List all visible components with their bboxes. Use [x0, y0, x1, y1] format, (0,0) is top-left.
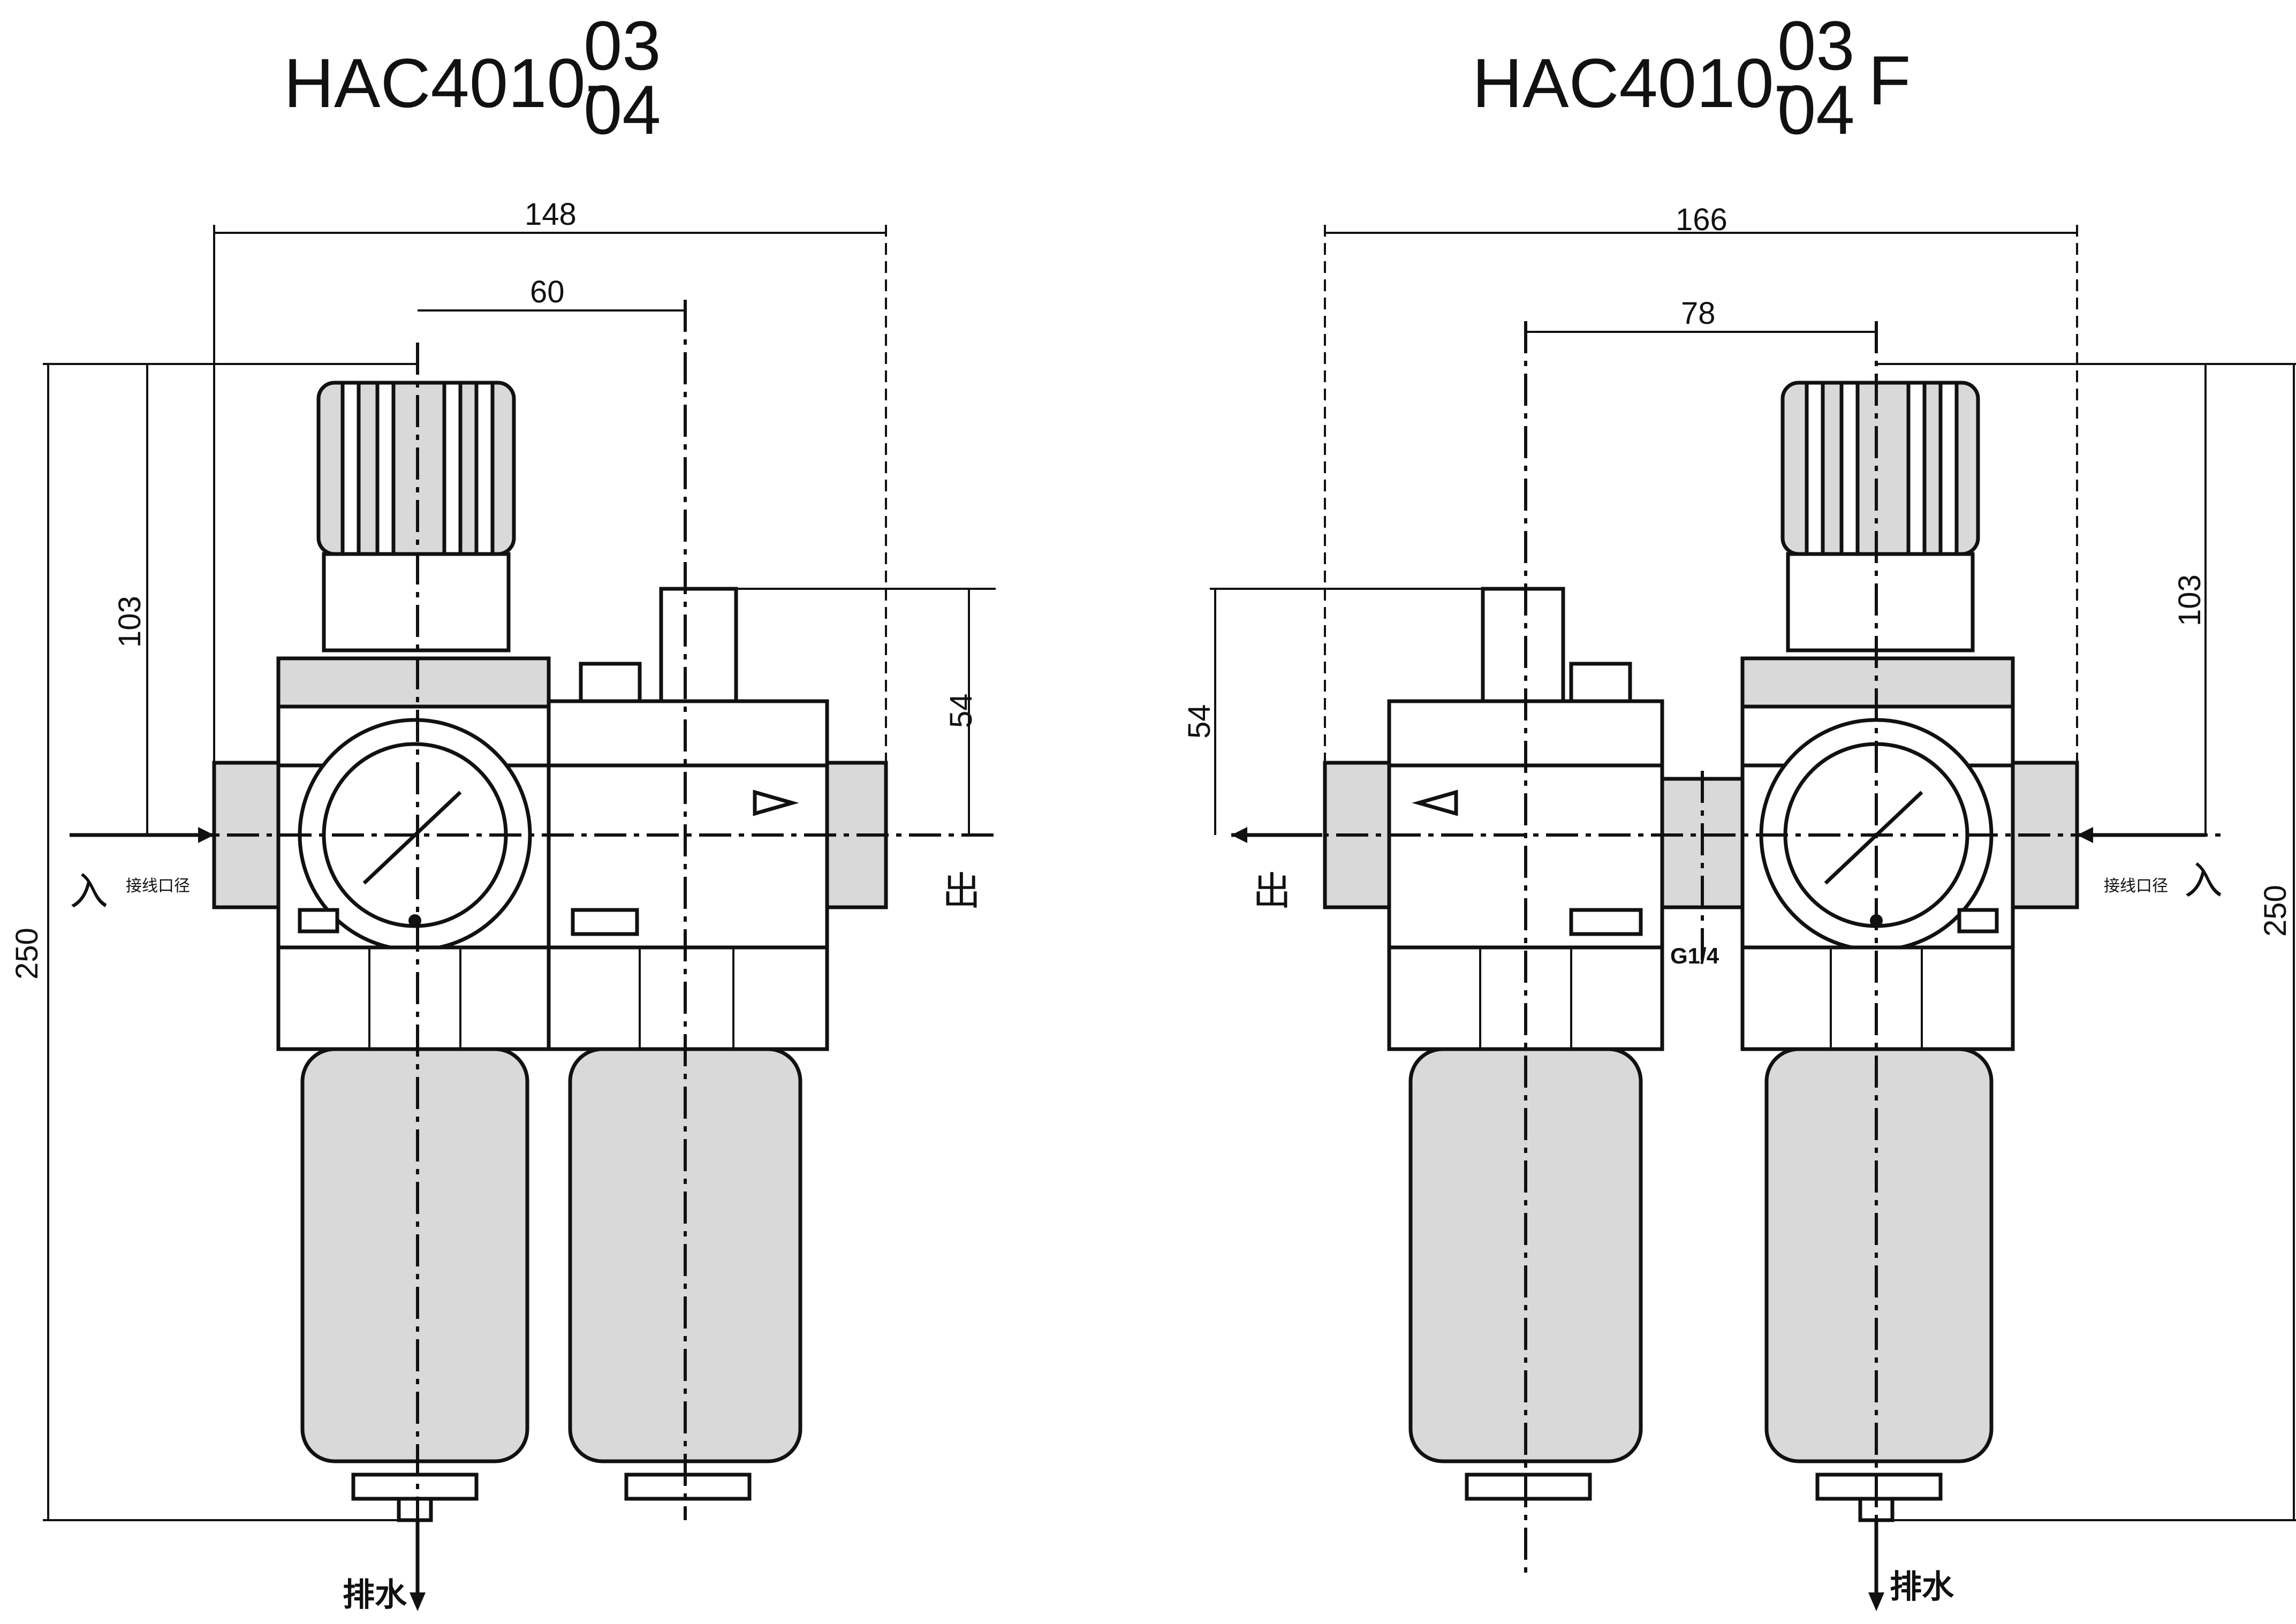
right-dim-103: 103 [2172, 574, 2207, 626]
left-model-prefix: HAC4010- [284, 44, 609, 122]
right-dim-center-spacing: 78 [1526, 296, 1876, 333]
right-title: HAC4010- 03 04 F [1472, 6, 1911, 149]
left-port-03: 03 [584, 6, 661, 85]
right-dim-total-width: 166 [1324, 202, 2078, 835]
right-dim-height-left: 54 [1182, 588, 1526, 835]
left-dim-total-width: 148 [213, 197, 887, 846]
right-dim-height-total: 250 [1876, 363, 2296, 1521]
right-gauge-needle [1824, 791, 1923, 885]
right-port-04: 04 [1777, 71, 1855, 149]
left-lubricator [547, 587, 888, 1501]
left-outlet-label: 出 [942, 869, 981, 914]
left-dim-103: 103 [112, 596, 147, 648]
left-dim-60: 60 [530, 275, 565, 309]
left-dim-height-upper: 103 [112, 364, 148, 835]
right-model-prefix: HAC4010- [1472, 44, 1797, 122]
right-model-suffix: F [1868, 41, 1911, 119]
left-inlet-label: 入 [70, 869, 108, 914]
right-gauge-port-label: G1/4 [1670, 943, 1719, 968]
left-oil-plug [659, 587, 738, 703]
left-drain-label: 排水 [343, 1576, 407, 1614]
right-drain-label: 排水 [1890, 1568, 1954, 1606]
left-gauge-needle [362, 791, 462, 885]
right-port-03: 03 [1777, 6, 1855, 85]
right-flow-labels: 出 接线口径 入 排水 [1231, 827, 2223, 1611]
right-outlet-label: 出 [1253, 869, 1291, 914]
right-bonnet [1786, 552, 1975, 652]
right-inlet-label: 入 [2184, 858, 2223, 903]
left-bowl-1 [300, 1047, 529, 1463]
left-lubricator-lower [547, 945, 829, 1051]
right-dim-250: 250 [2258, 885, 2293, 937]
left-regulator [212, 381, 551, 1522]
left-dim-54: 54 [944, 693, 979, 728]
right-port-note: 接线口径 [2104, 877, 2168, 896]
left-title: HAC4010- 03 04 [284, 6, 661, 149]
left-dim-148: 148 [525, 197, 577, 232]
right-dim-height-upper: 103 [2172, 364, 2207, 835]
right-bowl-2 [1764, 1047, 1994, 1463]
left-dim-250: 250 [10, 928, 44, 980]
left-regulator-lower [276, 945, 551, 1051]
left-port-note: 接线口径 [126, 877, 190, 896]
right-lubricator [1323, 587, 1664, 1501]
right-dim-78: 78 [1681, 296, 1716, 331]
left-flow-labels: 入 接线口径 出 排水 [70, 827, 981, 1614]
left-dim-center-spacing: 60 [418, 275, 685, 312]
left-dim-height-total: 250 [10, 363, 418, 1521]
right-oil-plug [1481, 587, 1565, 703]
right-dim-54: 54 [1182, 704, 1217, 739]
left-unit: HAC4010- 03 04 148 60 250 103 [10, 6, 996, 1614]
right-regulator [1740, 381, 2079, 1522]
right-dim-166: 166 [1676, 202, 1727, 237]
right-unit: HAC4010- 03 04 F 166 78 250 103 [1182, 6, 2296, 1611]
left-port-04: 04 [584, 71, 661, 149]
left-top-cap [276, 656, 551, 709]
